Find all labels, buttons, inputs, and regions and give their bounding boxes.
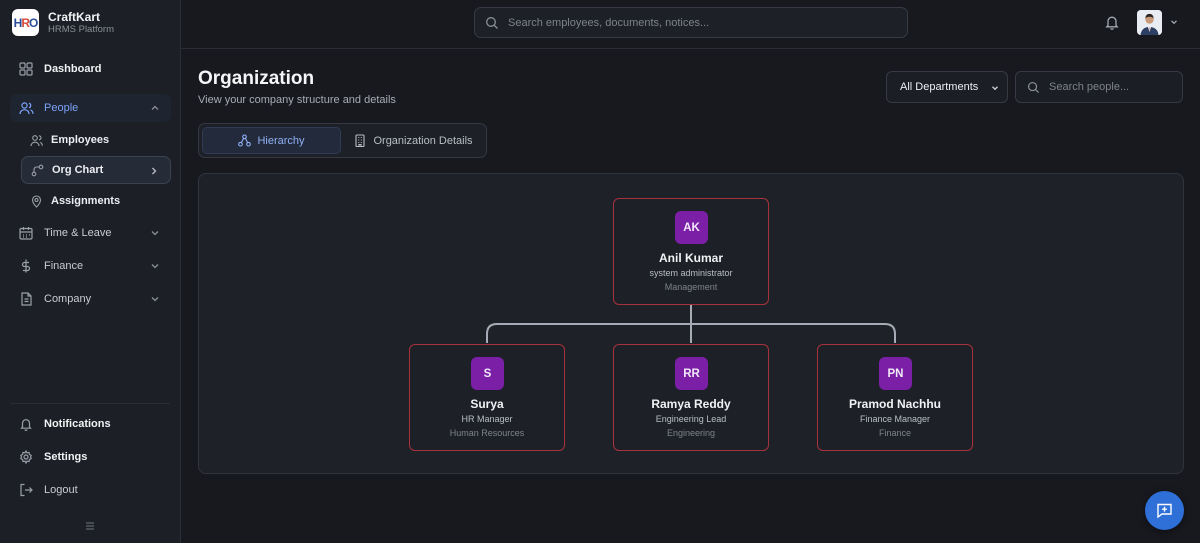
logout-icon	[18, 482, 34, 498]
brand-name: CraftKart	[48, 9, 101, 24]
sidebar-subitem-employees[interactable]: Employees	[21, 126, 171, 154]
org-chart-icon	[30, 163, 44, 177]
chevron-down-icon	[149, 260, 161, 272]
sidebar-subitem-org-chart[interactable]: Org Chart	[21, 156, 171, 184]
hierarchy-icon	[238, 134, 252, 147]
global-search-input[interactable]	[508, 16, 888, 29]
sidebar-item-notifications[interactable]: Notifications	[10, 410, 171, 438]
menu-collapse-icon[interactable]	[84, 520, 96, 532]
employee-department: Management	[664, 282, 718, 292]
employee-department: Engineering	[666, 428, 716, 438]
sidebar-item-label: Settings	[44, 451, 88, 463]
employee-department: Finance	[878, 428, 912, 438]
sidebar-item-label: Company	[44, 293, 92, 305]
sidebar-item-people[interactable]: People	[10, 94, 171, 122]
people-search[interactable]	[1015, 71, 1183, 103]
grid-icon	[18, 61, 34, 77]
employee-department: Human Resources	[449, 428, 525, 438]
employee-name: Ramya Reddy	[651, 397, 731, 411]
chevron-down-icon	[149, 293, 161, 305]
sidebar-item-label: Time & Leave	[44, 227, 112, 239]
chat-fab-button[interactable]	[1145, 491, 1184, 530]
gear-icon	[18, 449, 34, 465]
sidebar-item-dashboard[interactable]: Dashboard	[10, 55, 171, 83]
employee-name: Anil Kumar	[658, 251, 723, 265]
employee-role: Engineering Lead	[655, 414, 727, 424]
employee-role: system administrator	[649, 268, 733, 278]
dollar-icon	[18, 258, 34, 274]
document-icon	[18, 291, 34, 307]
topbar	[181, 0, 1200, 49]
sidebar-item-label: Dashboard	[44, 63, 102, 75]
sidebar-item-logout[interactable]: Logout	[10, 476, 171, 504]
sidebar-item-label: People	[44, 102, 79, 114]
users-icon	[18, 100, 34, 116]
avatar-initials: RR	[675, 357, 708, 390]
sidebar-subitem-label: Assignments	[51, 195, 121, 207]
tab-hierarchy[interactable]: Hierarchy	[202, 127, 341, 154]
chevron-down-icon[interactable]	[1169, 17, 1179, 27]
sidebar-item-label: Finance	[44, 260, 84, 272]
department-filter-value: All Departments	[900, 81, 979, 93]
page-subtitle: View your company structure and details	[198, 94, 396, 106]
chevron-down-icon	[149, 227, 161, 239]
employee-name: Pramod Nachhu	[848, 397, 941, 411]
sidebar-item-label: Logout	[44, 484, 78, 496]
sidebar-item-time-leave[interactable]: Time & Leave	[10, 219, 171, 247]
sidebar-subitem-label: Employees	[51, 134, 110, 146]
user-avatar[interactable]	[1137, 10, 1162, 35]
bell-icon	[18, 416, 34, 432]
sidebar-subitem-assignments[interactable]: Assignments	[21, 187, 171, 215]
chevron-right-icon	[148, 165, 160, 177]
building-icon	[354, 134, 367, 147]
employee-role: HR Manager	[461, 414, 513, 424]
org-node-root[interactable]: AK Anil Kumar system administrator Manag…	[613, 198, 769, 305]
sidebar-divider	[10, 403, 170, 404]
search-icon	[485, 16, 499, 30]
calendar-icon	[18, 225, 34, 241]
sidebar-item-company[interactable]: Company	[10, 285, 171, 313]
people-search-input[interactable]	[1049, 81, 1169, 93]
employee-role: Finance Manager	[859, 414, 931, 424]
tab-label: Organization Details	[373, 134, 473, 147]
tab-label: Hierarchy	[257, 134, 305, 147]
global-search[interactable]	[474, 7, 908, 38]
page-title: Organization	[198, 68, 315, 89]
sidebar-item-label: Notifications	[44, 418, 111, 430]
department-filter-select[interactable]: All Departments	[886, 71, 1008, 103]
avatar-initials: S	[471, 357, 504, 390]
sidebar-subitem-label: Org Chart	[52, 164, 104, 176]
org-node-child[interactable]: PN Pramod Nachhu Finance Manager Finance	[817, 344, 973, 451]
chevron-down-icon	[990, 83, 1000, 93]
message-plus-icon	[1156, 502, 1173, 519]
brand-subtitle: HRMS Platform	[48, 23, 114, 35]
avatar-initials: PN	[879, 357, 912, 390]
view-tabs: Hierarchy Organization Details	[198, 123, 487, 158]
employee-name: Surya	[470, 397, 504, 411]
avatar-initials: AK	[675, 211, 708, 244]
tab-organization-details[interactable]: Organization Details	[343, 127, 484, 154]
search-icon	[1027, 81, 1040, 94]
user-icon	[29, 133, 43, 147]
sidebar-item-settings[interactable]: Settings	[10, 443, 171, 471]
chevron-up-icon	[149, 102, 161, 114]
map-pin-icon	[29, 194, 43, 208]
org-node-child[interactable]: S Surya HR Manager Human Resources	[409, 344, 565, 451]
org-node-child[interactable]: RR Ramya Reddy Engineering Lead Engineer…	[613, 344, 769, 451]
sidebar-item-finance[interactable]: Finance	[10, 252, 171, 280]
notification-bell-icon[interactable]	[1104, 14, 1120, 30]
